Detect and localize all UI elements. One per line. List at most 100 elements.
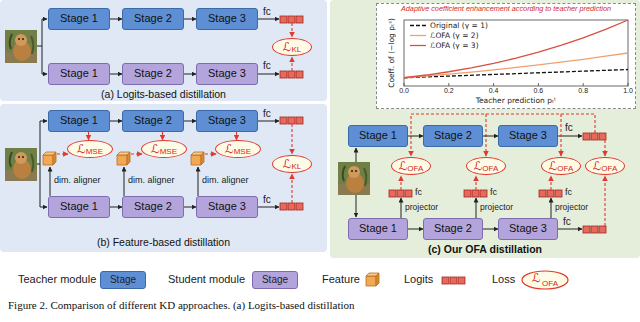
fc-label: fc xyxy=(263,108,271,120)
plot-title: Adaptive coefficient enhancement accordi… xyxy=(377,5,635,14)
tick-label: 0.0 xyxy=(399,87,409,95)
fc-label: fc xyxy=(565,187,572,198)
panel-caption: (c) Our OFA distillation xyxy=(330,243,640,256)
logits-vector xyxy=(539,190,562,197)
stage-label: Stage 2 xyxy=(434,222,472,235)
stage-connector xyxy=(184,74,196,75)
loss-node: ℒOFA xyxy=(466,157,506,175)
teacher-stage: Stage 3 xyxy=(196,8,258,30)
loss-arrow xyxy=(475,176,476,190)
fc-label: fc xyxy=(563,216,571,228)
feature-cube xyxy=(43,152,379,286)
loss-node: ℒOFA xyxy=(585,157,625,175)
loss-connector xyxy=(236,132,237,140)
flow-line xyxy=(40,164,47,207)
projector-label: projector xyxy=(555,202,588,212)
flow-line xyxy=(258,19,279,20)
stage-label: Stage 3 xyxy=(509,222,547,235)
flow-line xyxy=(476,198,477,218)
method-panel: (c) Our OFA distillation Adaptive coeffic… xyxy=(330,0,640,258)
teacher-stage: Stage 2 xyxy=(122,110,184,132)
loss-node: ℒMSE xyxy=(67,140,113,158)
logits-vector xyxy=(389,190,412,197)
stage-connector xyxy=(184,19,196,20)
tick-label: 0.8 xyxy=(578,87,588,95)
stage-label: Stage 2 xyxy=(134,67,172,80)
flow-line xyxy=(401,198,402,218)
loss-connector xyxy=(88,132,89,140)
teacher-stage: Stage 1 xyxy=(348,125,408,147)
loss-symbol: ℒ xyxy=(283,40,292,54)
student-stage: Stage 2 xyxy=(423,218,483,240)
flow-line xyxy=(558,136,582,137)
tick-label: 0.2 xyxy=(444,87,454,95)
stage-label: Stage 2 xyxy=(134,12,172,25)
loss-subscript: OFA xyxy=(542,279,558,289)
loss-symbol: ℒ xyxy=(399,159,408,173)
loss-symbol: ℒ xyxy=(77,142,86,156)
input-image xyxy=(5,30,370,195)
tick-label: 0.4 xyxy=(489,87,499,95)
plot-curve xyxy=(410,45,426,46)
teacher-stage: Stage 1 xyxy=(48,110,110,132)
legend-text: Logits xyxy=(404,273,433,286)
legend-loss-sample xyxy=(522,271,568,289)
loss-symbol: ℒ xyxy=(225,142,234,156)
loss-symbol: ℒ xyxy=(283,157,292,171)
loss-subscript: MSE xyxy=(160,147,177,157)
stage-label: Stage 3 xyxy=(208,12,246,25)
loss-subscript: MSE xyxy=(234,147,251,157)
logits-vector xyxy=(280,71,303,78)
axis-title: Teacher prediction pₜᵗ xyxy=(476,96,557,105)
stage-connector xyxy=(483,136,498,137)
stage-connector xyxy=(483,229,498,230)
teacher-stage: Stage 3 xyxy=(498,125,558,147)
logits-vector xyxy=(583,226,606,233)
flow-line xyxy=(258,74,279,75)
loss-arrow xyxy=(205,153,216,154)
stage-label: Stage 2 xyxy=(134,200,172,213)
loss-node: ℒKL xyxy=(272,38,312,56)
plot-axes xyxy=(404,20,628,86)
projector-label: projector xyxy=(405,202,438,212)
loss-symbol: ℒ xyxy=(151,142,160,156)
student-stage: Stage 1 xyxy=(348,218,408,240)
stage-label: Stage 2 xyxy=(434,129,472,142)
fc-label: fc xyxy=(490,187,497,198)
logits-vector xyxy=(464,190,487,197)
plot-curve xyxy=(404,20,628,78)
stage-label: Stage 2 xyxy=(134,114,172,127)
feature-cube xyxy=(191,152,204,165)
loss-connector xyxy=(162,132,163,140)
figure-caption: Figure 2. Comparison of different KD app… xyxy=(8,299,355,312)
loss-arrow xyxy=(411,114,595,156)
plot-axes xyxy=(404,83,628,86)
student-stage: Stage 1 xyxy=(48,63,110,85)
aligner-label: dim. aligner xyxy=(202,175,249,186)
loss-symbol: ℒ xyxy=(549,159,558,173)
legend-text: Feature xyxy=(322,273,360,286)
flow-line xyxy=(124,167,125,196)
student-stage: Stage 3 xyxy=(196,196,258,218)
loss-arrow xyxy=(131,153,142,154)
stage-label: Stage 3 xyxy=(208,67,246,80)
logits-vector xyxy=(442,277,465,284)
logits-vector xyxy=(280,16,606,284)
legend-text: ℒOFA (γ = 2) xyxy=(430,31,479,40)
flow-line xyxy=(258,121,279,122)
stage-label: Stage 1 xyxy=(60,200,98,213)
tick-label: 1.0 xyxy=(623,87,633,95)
student-stage: Stage 1 xyxy=(48,196,110,218)
legend-text: Student module xyxy=(168,273,245,286)
flow-line xyxy=(258,207,279,208)
flow-line xyxy=(198,167,199,196)
feature-cube xyxy=(43,152,56,165)
teacher-stage: Stage 3 xyxy=(196,110,258,132)
flow-line xyxy=(37,19,582,229)
legend-text: Teacher module xyxy=(18,273,96,286)
stage-label: Stage 1 xyxy=(359,129,397,142)
teacher-stage: Stage 1 xyxy=(48,8,110,30)
logits-vector xyxy=(280,117,303,124)
student-stage: Stage 3 xyxy=(498,218,558,240)
method-panel: (a) Logits-based distillationStage 1Stag… xyxy=(0,0,327,101)
